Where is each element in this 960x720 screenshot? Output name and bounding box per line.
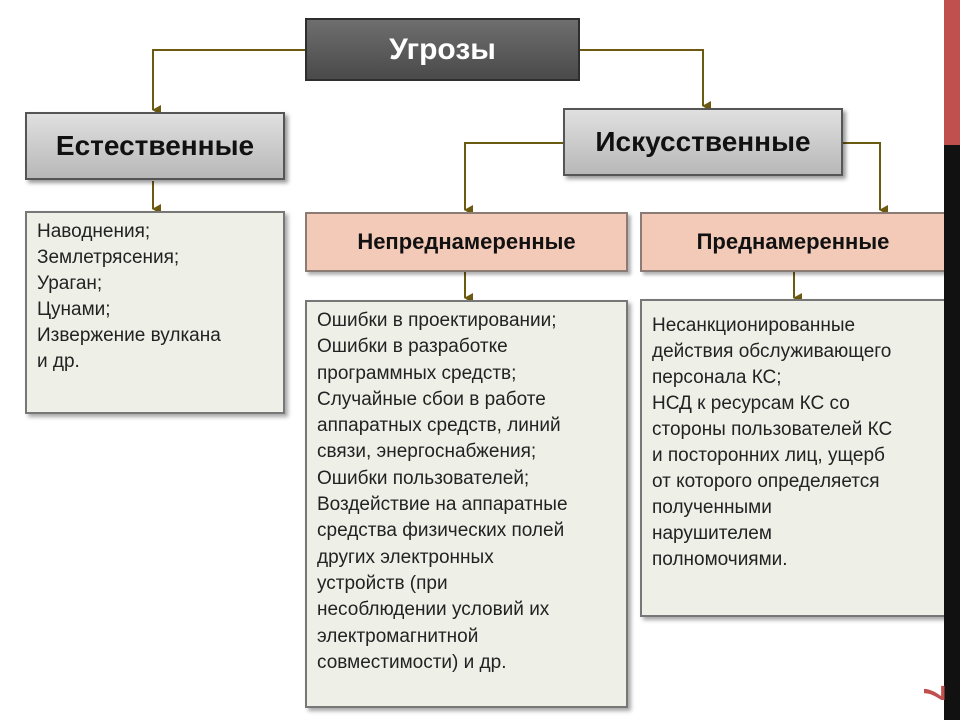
root-label: Угрозы — [389, 32, 496, 66]
connector-root-natural — [152, 49, 305, 115]
artificial-label: Искусственные — [595, 126, 811, 157]
list-item: Наводнения; — [37, 221, 151, 242]
natural-node: Естественные — [25, 112, 285, 180]
list-item: связи, энергоснабжения; — [317, 441, 537, 463]
slide-edge-bar — [944, 0, 960, 720]
list-item: аппаратных средств, линий — [317, 415, 561, 437]
list-item: Ошибки в разработке — [317, 336, 508, 358]
list-item: Цунами; — [37, 299, 111, 320]
list-item: совместимости) и др. — [317, 651, 507, 673]
connector-root-artificial — [580, 49, 711, 111]
list-item: персонала КС; — [652, 367, 782, 388]
list-item: устройств (при — [317, 572, 448, 594]
list-item: НСД к ресурсам КС со — [652, 393, 850, 414]
artificial-node: Искусственные — [563, 108, 843, 176]
list-item: Извержение вулкана — [37, 325, 221, 346]
slide-accent-mark — [944, 0, 960, 145]
list-item: средства физических полей — [317, 520, 565, 542]
list-item: полномочиями. — [652, 549, 788, 570]
natural-label: Естественные — [55, 130, 255, 161]
unintentional-node: Непреднамеренные — [305, 212, 628, 272]
list-item: Ураган; — [37, 273, 103, 294]
connector-artificial-unintentional — [464, 142, 563, 215]
list-item: электромагнитной — [317, 625, 479, 647]
list-item: программных средств; — [317, 362, 517, 384]
intentional-label: Преднамеренные — [696, 229, 890, 254]
list-item: Несанкционированные — [652, 315, 856, 336]
list-item: других электронных — [317, 546, 494, 568]
unintentional-threats-list: Ошибки в проектировании; Ошибки в разраб… — [305, 300, 628, 708]
page-number: 7 — [917, 684, 950, 702]
list-item: Землетрясения; — [37, 247, 180, 268]
list-item: Ошибки пользователей; — [317, 467, 530, 489]
list-item: Ошибки в проектировании; — [317, 310, 557, 331]
list-item: Случайные сбои в работе — [317, 388, 546, 410]
list-item: действия обслуживающего — [652, 341, 892, 362]
list-item: нарушителем — [652, 523, 772, 544]
unintentional-label: Непреднамеренные — [357, 229, 576, 254]
intentional-node: Преднамеренные — [640, 212, 946, 272]
connector-artificial-intentional — [843, 142, 888, 215]
list-item: Воздействие на аппаратные — [317, 494, 568, 516]
natural-threats-list: Наводнения; Землетрясения; Ураган; Цунам… — [25, 211, 285, 414]
list-item: стороны пользователей КС — [652, 419, 893, 440]
list-item: полученными — [652, 497, 772, 518]
root-node: Угрозы — [305, 18, 580, 81]
list-item: от которого определяется — [652, 471, 880, 492]
list-item: и посторонних лиц, ущерб — [652, 445, 885, 466]
list-item: несоблюдении условий их — [317, 599, 550, 621]
list-item: и др. — [37, 351, 80, 372]
intentional-threats-list: Несанкционированные действия обслуживающ… — [640, 299, 946, 617]
